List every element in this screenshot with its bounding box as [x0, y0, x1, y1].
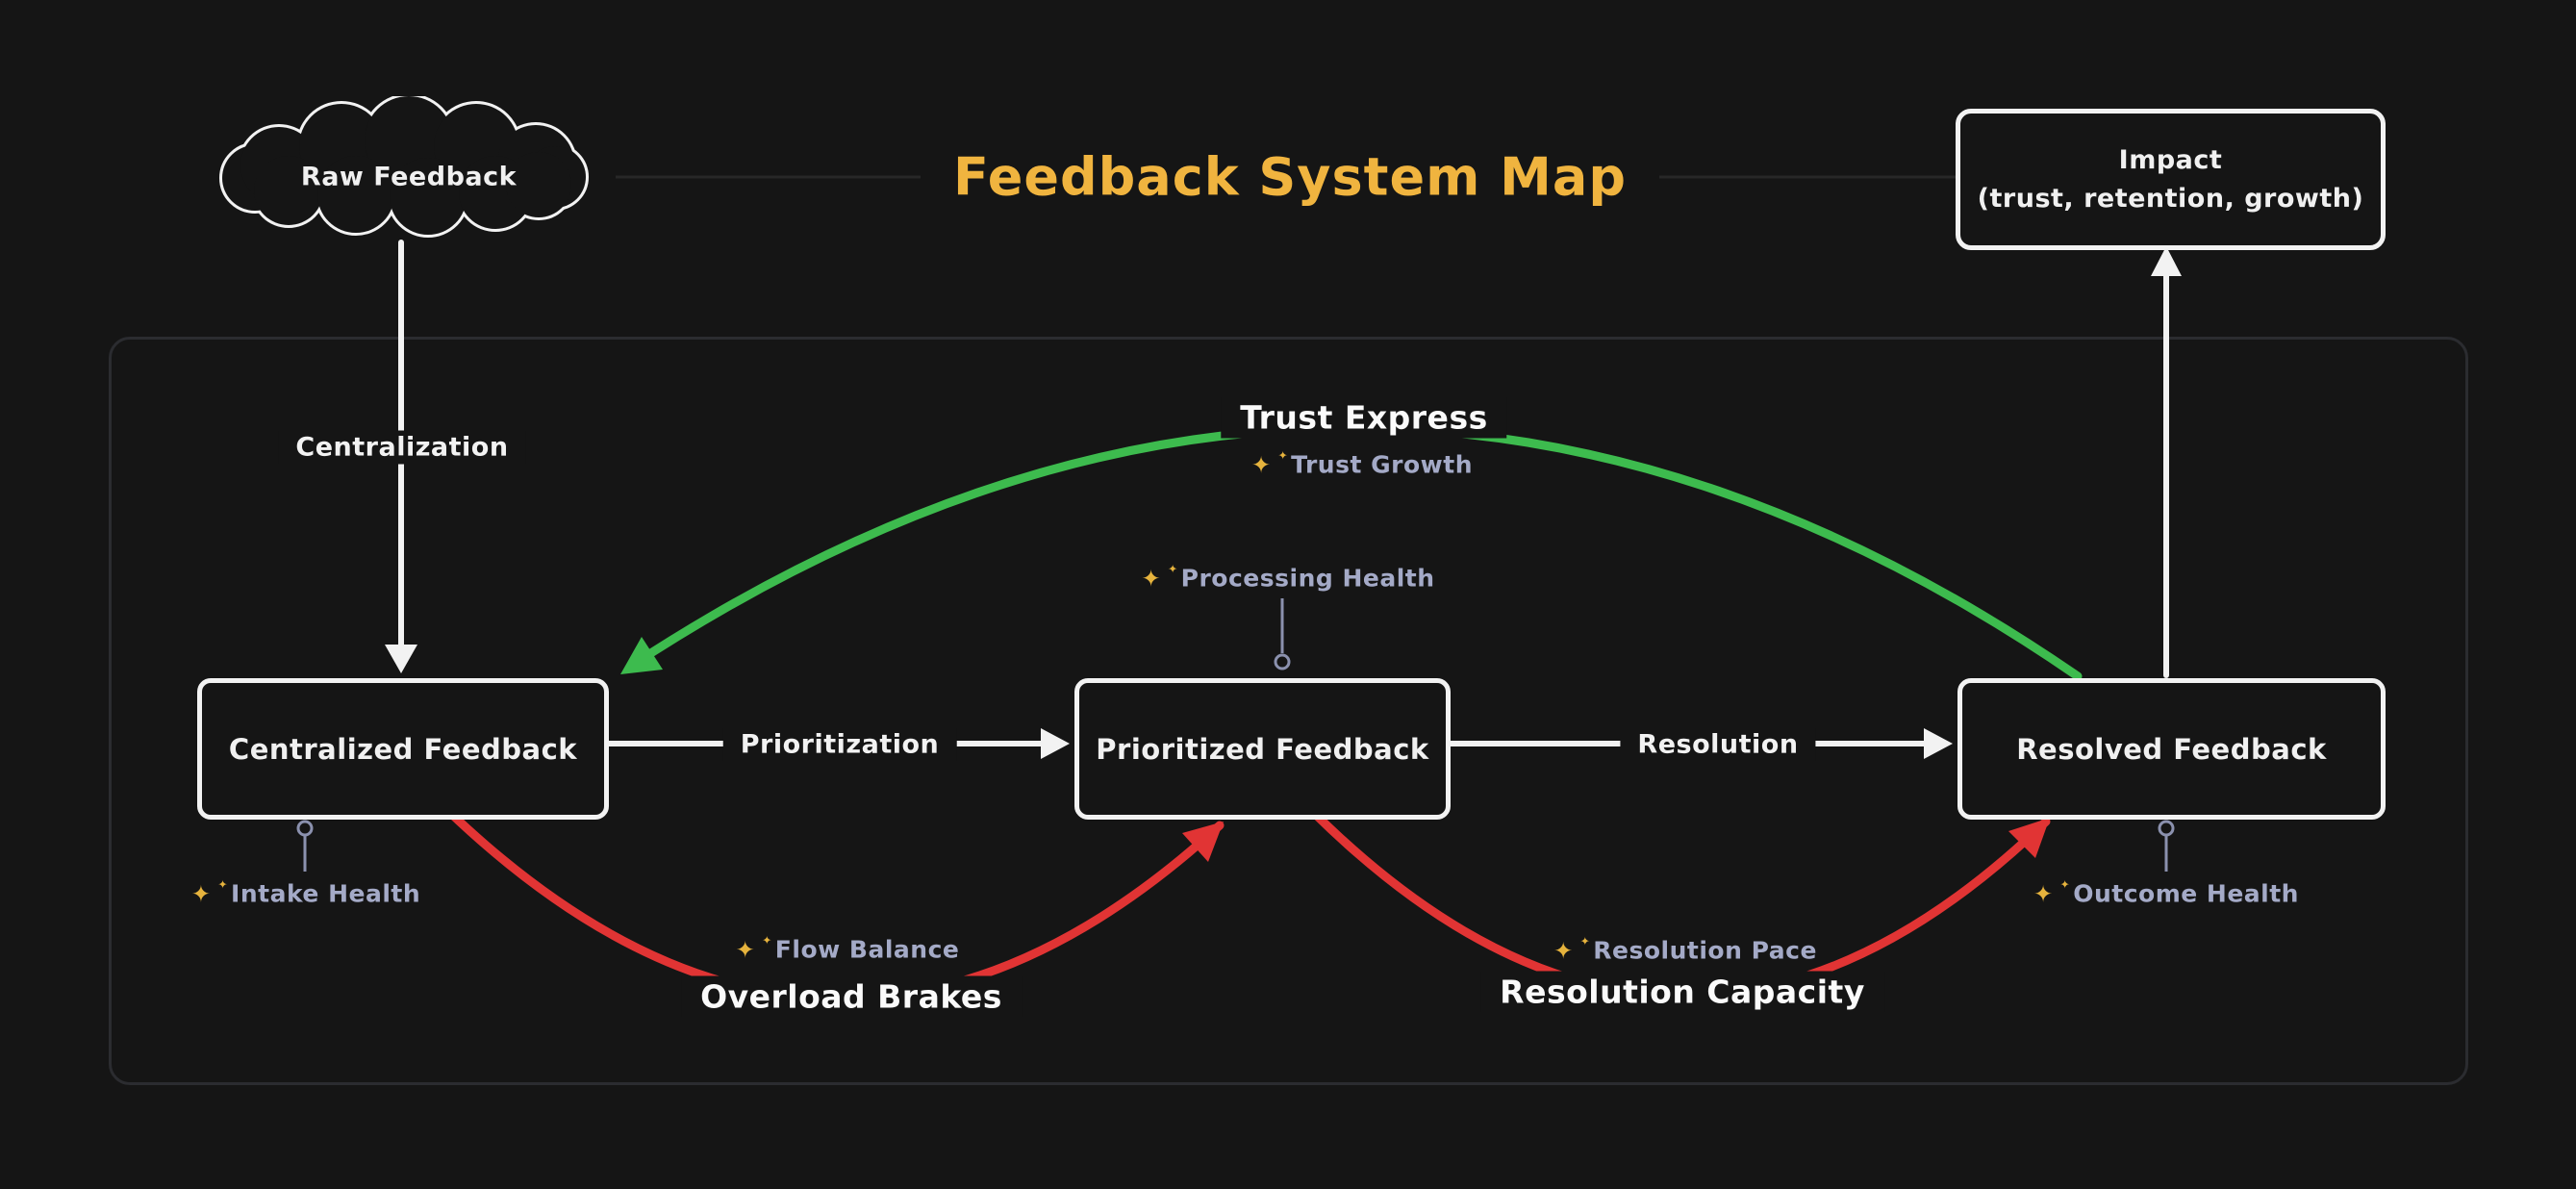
resolution-capacity-arrowhead: [2008, 818, 2050, 858]
processing-health-label[interactable]: ✦✦ Processing Health: [1141, 562, 1435, 593]
trust-express-arrowhead: [620, 637, 663, 674]
outcome-health-connector-dot: [2158, 820, 2175, 837]
overload-brakes-arrowhead: [1182, 822, 1224, 862]
sparkle-icon: ✦: [190, 880, 212, 907]
impact-label-line1: Impact: [2118, 145, 2223, 176]
sparkle-icon: ✦: [1579, 934, 1591, 948]
node-raw-feedback[interactable]: Raw Feedback: [197, 96, 620, 245]
node-prioritized-feedback[interactable]: Prioritized Feedback: [1074, 678, 1451, 820]
resolution-label[interactable]: Resolution: [1620, 727, 1816, 762]
system-container-frame[interactable]: [109, 337, 2468, 1085]
sparkle-icon: ✦: [1277, 448, 1289, 462]
cloud-shape: [219, 96, 589, 238]
trust-growth-label[interactable]: ✦✦ Trust Growth: [1250, 448, 1474, 479]
node-centralized-feedback[interactable]: Centralized Feedback: [197, 678, 609, 820]
flow-balance-label[interactable]: ✦✦ Flow Balance: [735, 933, 960, 964]
sparkle-icon: ✦: [2033, 880, 2054, 907]
sparkle-icon: ✦: [735, 936, 756, 963]
sparkle-icon: ✦: [1168, 562, 1178, 575]
sparkle-icon: ✦: [1553, 937, 1574, 964]
overload-brakes-curve[interactable]: [442, 805, 1225, 1003]
centralized-feedback-label: Centralized Feedback: [228, 732, 578, 766]
processing-health-connector-dot: [1274, 653, 1291, 670]
node-resolved-feedback[interactable]: Resolved Feedback: [1957, 678, 2386, 820]
raw-feedback-label: Raw Feedback: [300, 162, 518, 192]
prioritized-feedback-label: Prioritized Feedback: [1096, 732, 1429, 766]
resolution-arrowhead: [1924, 728, 1953, 759]
intake-health-label[interactable]: ✦✦ Intake Health: [190, 877, 421, 908]
overload-brakes-label[interactable]: Overload Brakes: [681, 975, 1022, 1018]
resolution-pace-label[interactable]: ✦✦ Resolution Pace: [1553, 934, 1817, 965]
impact-label-line2: (trust, retention, growth): [1977, 183, 2364, 214]
centralization-label[interactable]: Centralization: [278, 430, 526, 465]
sparkle-icon: ✦: [217, 877, 229, 891]
resolution-capacity-label[interactable]: Resolution Capacity: [1480, 971, 1884, 1013]
resolution-capacity-curve[interactable]: [1310, 809, 2051, 1000]
intake-health-connector-dot: [296, 820, 314, 837]
diagram-title[interactable]: Feedback System Map: [921, 142, 1659, 212]
sparkle-icon: ✦: [762, 933, 772, 947]
sparkle-icon: ✦: [1141, 565, 1162, 592]
impact-arrowhead: [2151, 246, 2182, 276]
centralization-arrowhead: [385, 645, 417, 673]
sparkle-icon: ✦: [1250, 451, 1272, 478]
node-impact[interactable]: Impact (trust, retention, growth): [1956, 109, 2386, 250]
prioritization-label[interactable]: Prioritization: [722, 727, 957, 762]
trust-express-label[interactable]: Trust Express: [1221, 396, 1507, 439]
resolved-feedback-label: Resolved Feedback: [2016, 732, 2327, 766]
prioritization-arrowhead: [1041, 728, 1070, 759]
sparkle-icon: ✦: [2059, 877, 2071, 891]
outcome-health-label[interactable]: ✦✦ Outcome Health: [2033, 877, 2299, 908]
